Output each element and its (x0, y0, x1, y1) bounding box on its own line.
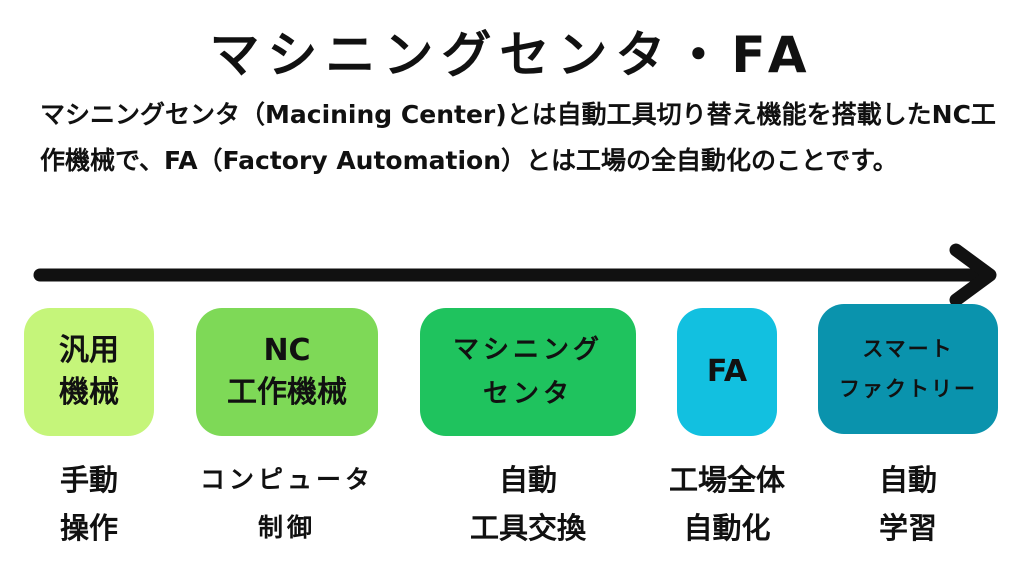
description-text: マシニングセンタ（Macining Center)とは自動工具切り替え機能を搭載… (40, 100, 996, 175)
page-title: マシニングセンタ・FA (209, 26, 815, 84)
arrow-head (949, 243, 997, 307)
stage-box-general-machine: 汎用 機械 (24, 308, 154, 436)
stage-box-machining-center: マシニング センタ (420, 308, 636, 436)
stage-box-nc-machine: NC 工作機械 (196, 308, 378, 436)
progress-arrow (33, 243, 997, 307)
stage-caption-auto-tool-change: 自動 工具交換 (469, 463, 586, 545)
stage-caption-computer-control: コンピュータ 制御 (199, 465, 374, 542)
stage-caption-auto-learning: 自動 学習 (878, 463, 937, 545)
stage-caption-manual: 手動 操作 (59, 463, 118, 545)
stage-caption-factory-automation: 工場全体 自動化 (668, 463, 785, 545)
stage-box-fa: FA (677, 308, 777, 436)
stage-box-smart-factory: スマート ファクトリー (818, 304, 998, 434)
